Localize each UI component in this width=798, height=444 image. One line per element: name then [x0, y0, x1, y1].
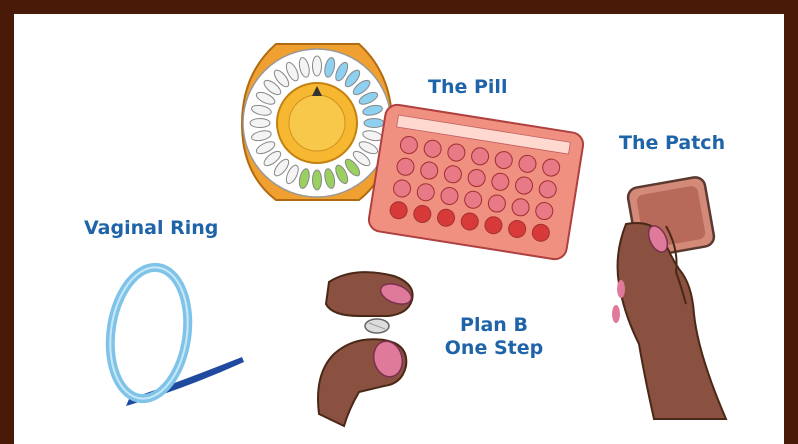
label-plan-b: Plan B One Step: [424, 314, 564, 360]
compact-pill: [251, 104, 272, 116]
blister-pill: [443, 165, 462, 184]
compact-pill: [324, 57, 336, 78]
illustration-panel: The Pill The Patch Vaginal Ring Plan B O…: [14, 14, 784, 444]
blister-pill: [515, 176, 534, 195]
blister-pill: [511, 198, 530, 217]
blister-pill: [531, 223, 550, 242]
label-the-pill: The Pill: [428, 76, 508, 98]
blister-pill: [484, 216, 503, 235]
compact-pill: [251, 130, 272, 142]
blister-pill: [467, 169, 486, 188]
blister-pill: [413, 204, 432, 223]
compact-pill: [263, 79, 282, 96]
blister-pill: [487, 194, 506, 213]
compact-pill: [263, 150, 282, 167]
blister-pill: [542, 158, 561, 177]
compact-pill: [363, 118, 385, 128]
blister-pill: [508, 220, 527, 239]
blister-pill: [393, 179, 412, 198]
blister-pill: [396, 157, 415, 176]
contraception-illustration: [105, 43, 728, 428]
blister-pill: [491, 172, 510, 191]
label-vaginal-ring: Vaginal Ring: [84, 217, 219, 239]
compact-pill: [358, 141, 379, 155]
blister-pill: [494, 151, 513, 170]
blister-pill: [423, 139, 442, 158]
compact-pill: [352, 150, 371, 167]
compact-pill: [285, 61, 299, 82]
hand-holding-pill-icon: [317, 271, 414, 428]
compact-pill: [335, 164, 349, 185]
compact-pill: [335, 61, 349, 82]
compact-pill: [312, 55, 322, 77]
blister-pill: [389, 201, 408, 220]
compact-pill: [255, 91, 276, 105]
label-plan-b-line2: One Step: [444, 337, 544, 359]
blister-pill-grid: [389, 136, 561, 242]
blister-pill: [437, 208, 456, 227]
compact-pill: [344, 158, 361, 177]
blister-pill: [464, 190, 483, 209]
blister-pill: [460, 212, 479, 231]
compact-pill: [324, 168, 336, 189]
blister-pill: [399, 136, 418, 155]
compact-pill: [352, 79, 371, 96]
compact-pill: [312, 169, 322, 191]
label-the-patch: The Patch: [619, 132, 726, 154]
blister-pill: [471, 147, 490, 166]
compact-pill: [249, 118, 271, 128]
pill-compact-icon: [240, 43, 394, 201]
blister-pill: [538, 180, 557, 199]
blister-pill: [518, 154, 537, 173]
compact-pill: [285, 164, 299, 185]
compact-pill: [273, 69, 290, 88]
hand-holding-patch-icon: [612, 176, 728, 420]
label-plan-b-line1: Plan B: [460, 314, 528, 336]
compact-pill: [255, 141, 276, 155]
blister-pill: [535, 202, 554, 221]
vaginal-ring-icon: [105, 262, 244, 406]
compact-pill: [358, 91, 379, 105]
blister-pill: [440, 187, 459, 206]
compact-pill-ring: [249, 55, 385, 191]
blister-pill: [447, 143, 466, 162]
pill-blister-pack-icon: [367, 103, 585, 261]
blister-pill: [420, 161, 439, 180]
blister-pill: [416, 183, 435, 202]
compact-pill: [298, 57, 310, 78]
compact-pill: [362, 104, 383, 116]
compact-pill: [273, 158, 290, 177]
compact-pill: [298, 168, 310, 189]
compact-pill: [344, 69, 361, 88]
